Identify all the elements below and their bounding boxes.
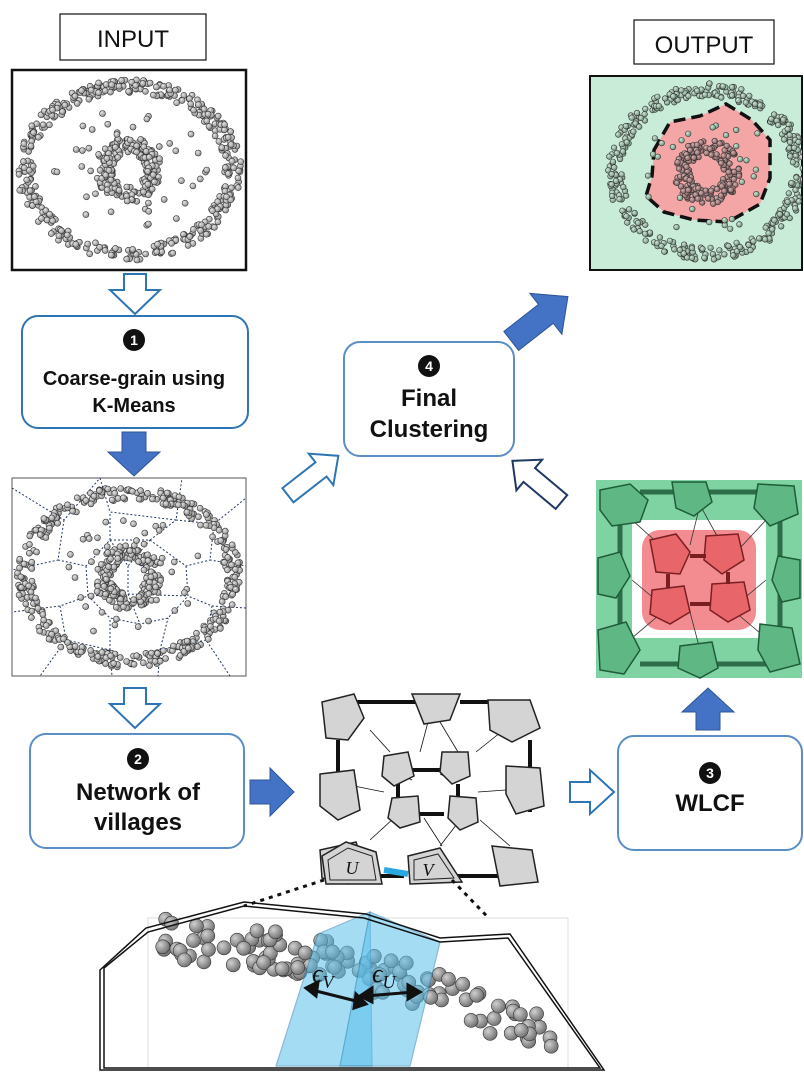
step-3-box: 3 WLCF [617,735,803,851]
step-4-badge [418,355,440,377]
epsilon-v-label: ϵV [312,959,335,992]
input-label: INPUT [97,26,169,53]
uv-link [383,867,409,877]
coarse-data-points [13,485,243,671]
input-scatter-plot [10,68,248,272]
step-2-badge [127,748,149,770]
step-2-number: 2 [134,751,142,767]
arrow-step3-to-wlcf [680,687,736,731]
step-1-number: 1 [130,332,138,348]
output-label: OUTPUT [655,32,754,59]
village-v: V [407,847,464,885]
inner-cluster-boundary [644,102,772,224]
arrow-network-to-step3 [569,767,616,817]
step-2-box: 2 Network of villages [29,733,245,849]
arrow-coarse-to-step2 [107,687,163,730]
village-u-label: U [346,858,360,878]
input-label-box: INPUT [59,13,207,61]
village-v-label: V [423,860,436,880]
epsilon-arrows [303,979,423,1011]
arrow-input-to-step1 [107,273,163,316]
output-cluster-plot [589,75,803,271]
arrow-coarse-to-step4 [280,452,340,504]
epsilon-u-label: ϵU [372,959,396,992]
step-1-badge [123,329,145,351]
zoom-line-left [243,878,325,908]
step-4-number: 4 [425,358,433,374]
coarse-grained-plot [11,477,247,677]
step-4-box: 4 Final Clustering [343,341,515,457]
step-2-line-2: villages [94,809,182,836]
step-1-line-1: Coarse-grain using [43,368,225,390]
step-1-box: 1 Coarse-grain using K-Means [21,315,249,429]
epsilon-u-region [339,911,441,1067]
arrow-step4-to-output [503,292,569,352]
input-data-points [15,76,245,264]
step-4-line-2: Clustering [370,416,489,443]
output-data-points [605,80,802,263]
step-3-badge [699,762,721,784]
arrow-step1-to-coarse [106,431,162,477]
output-label-box: OUTPUT [633,19,775,65]
green-villages [597,481,801,679]
arrow-wlcf-to-step4 [511,458,569,511]
village-u: U [321,841,383,885]
step-3-number: 3 [706,765,714,781]
village-network: U V [243,693,545,940]
step-3-line-1: WLCF [675,790,744,817]
step-4-line-1: Final [401,385,457,412]
arrow-step2-to-network [249,766,295,818]
wlcf-network-image [596,480,802,679]
zoomed-detail: ϵV ϵU [99,901,606,1071]
step-1-line-2: K-Means [92,395,175,417]
step-2-line-1: Network of [76,779,201,806]
